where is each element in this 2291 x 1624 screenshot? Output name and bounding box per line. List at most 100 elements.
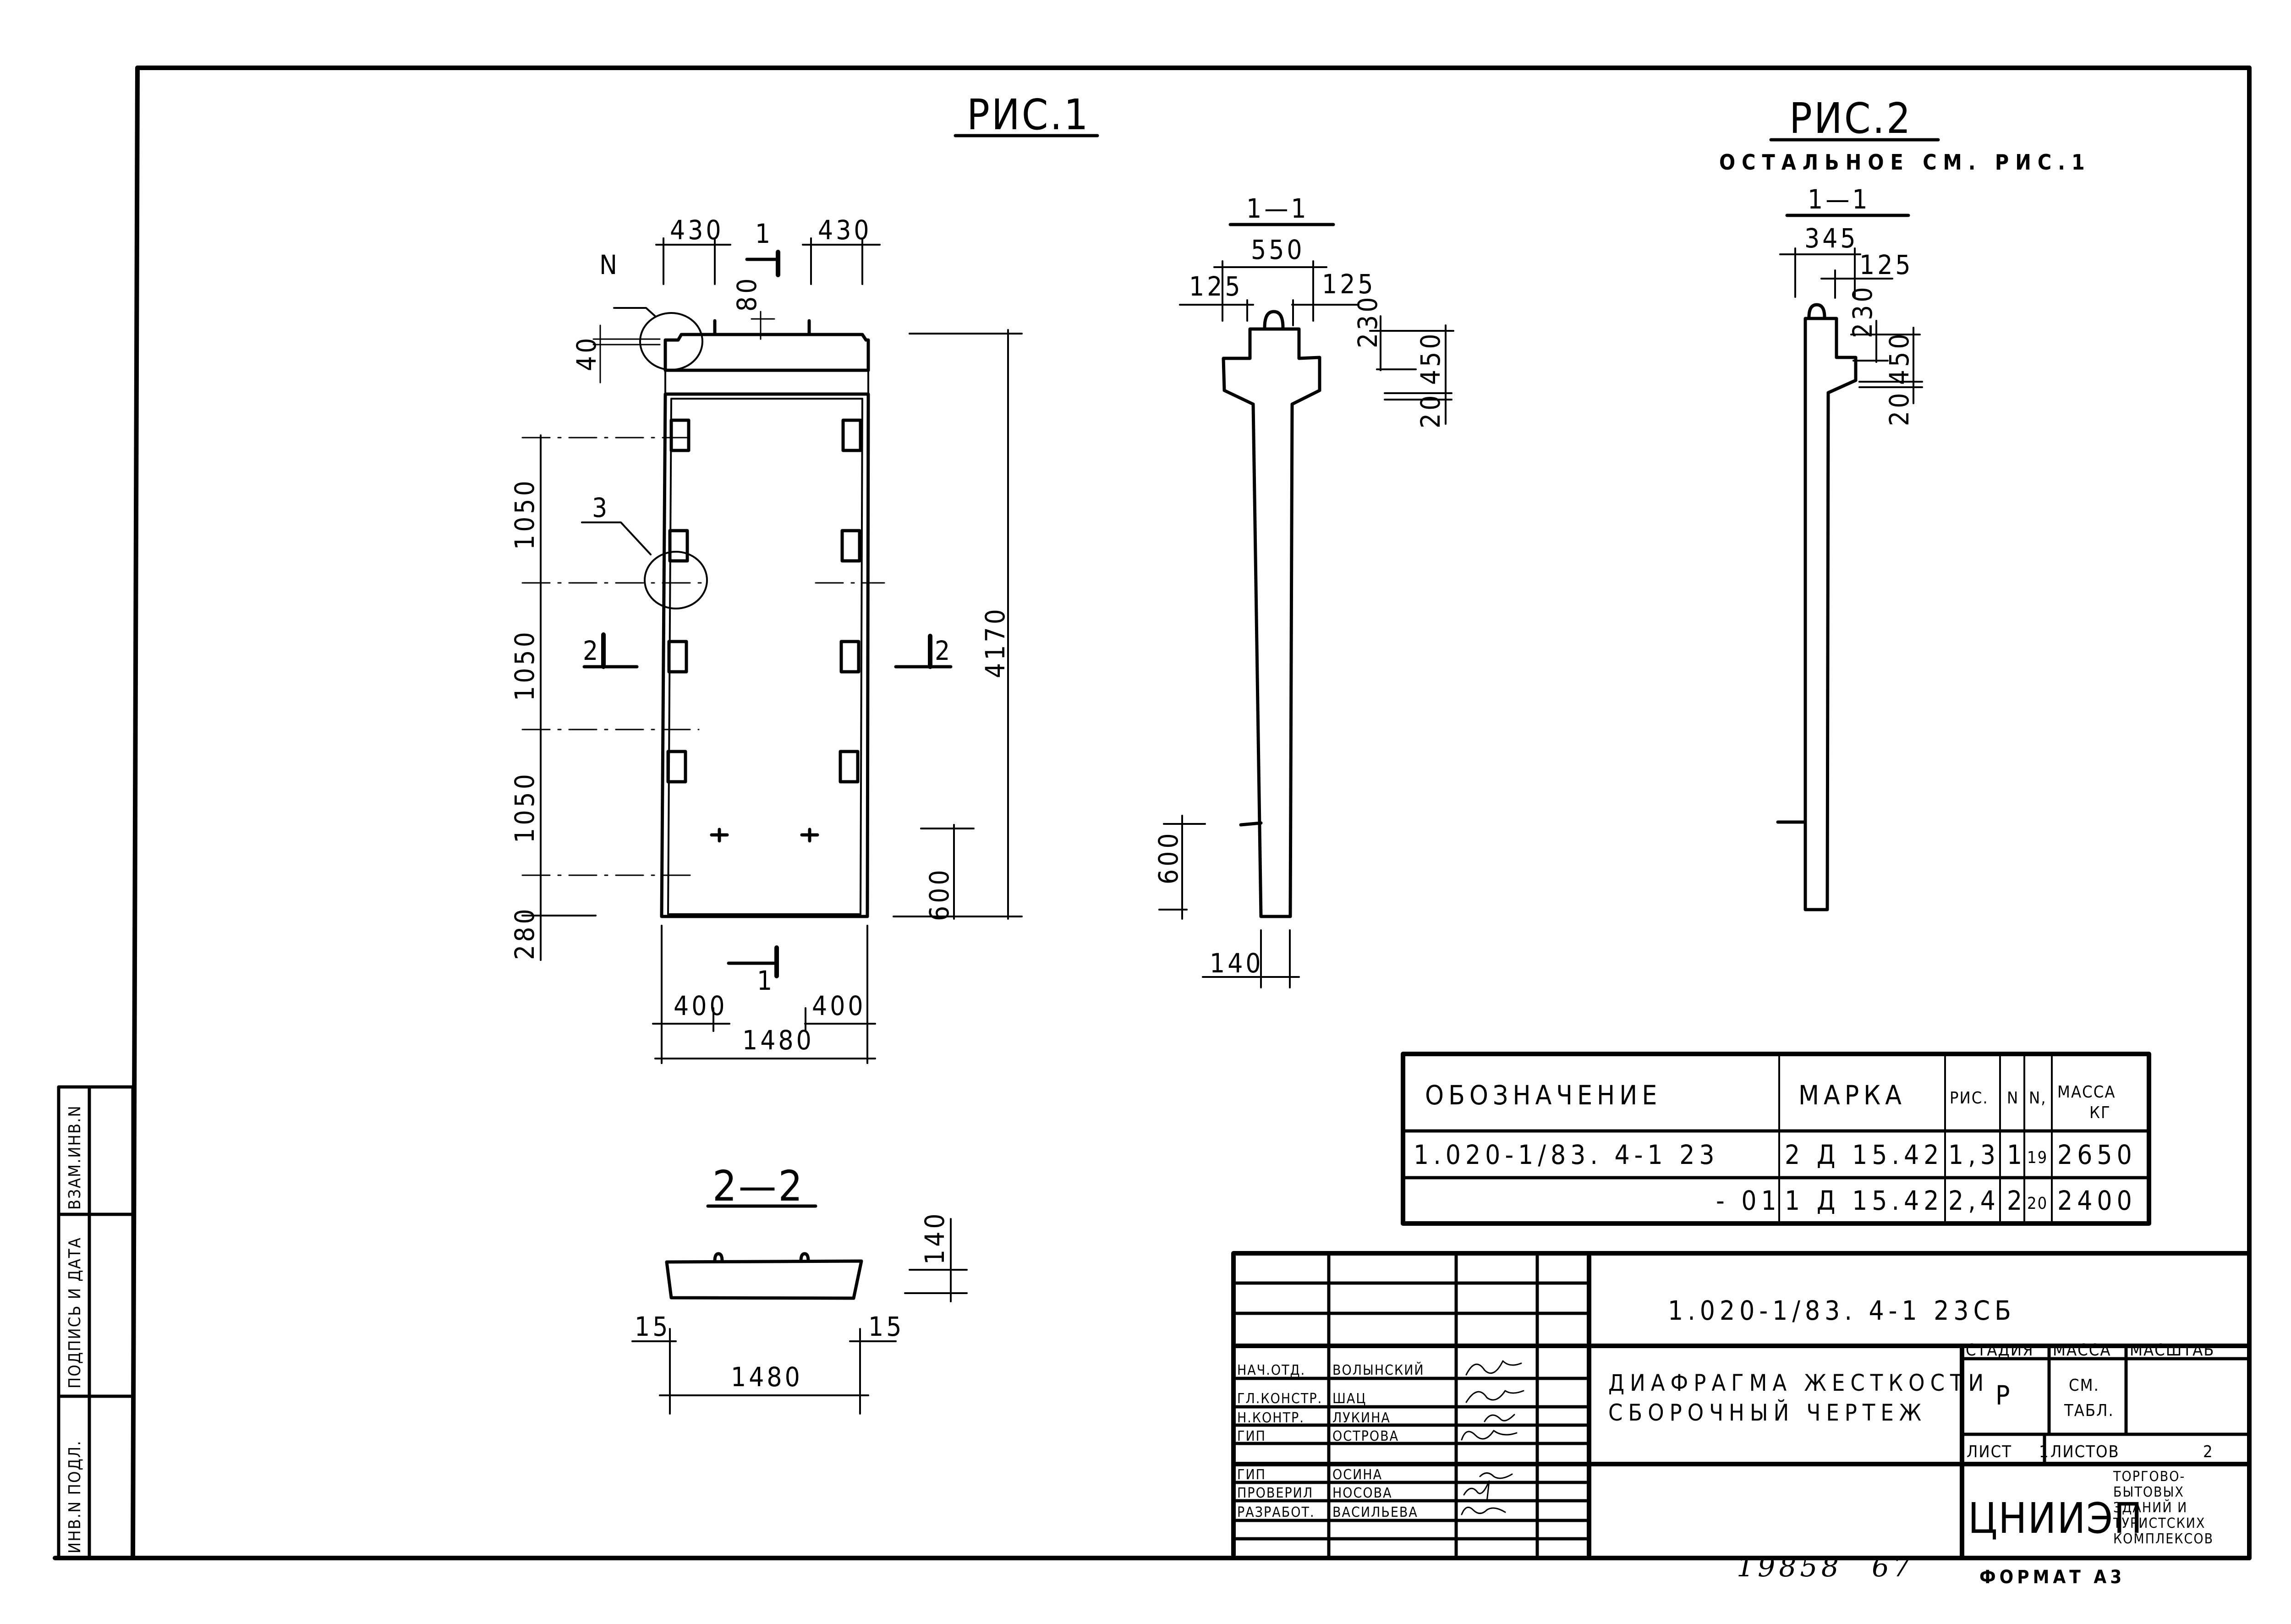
drawing-title-line2: СБОРОЧНЫЙ ЧЕРТЕЖ [1608, 1399, 1927, 1426]
spec-cell-designation: - 01 [1716, 1185, 1781, 1216]
signature-scribble [1479, 1472, 1513, 1479]
dim-22-140: 140 [919, 1211, 950, 1265]
spec-cell-mark: 1 Д 15.42 [1785, 1185, 1943, 1216]
figure1-dims-bottom: 400 400 1480 1 [652, 925, 876, 1064]
section-mark-1-bottom: 1 [757, 965, 775, 996]
signature-row: ПРОВЕРИЛ НОСОВА [1237, 1480, 1490, 1503]
embedded-plates-left [666, 418, 691, 784]
dim-22-15-left: 15 [635, 1311, 670, 1342]
figure1-dims-left: 1050 1050 1050 280 2 [509, 434, 639, 961]
signature-row: ГИП ОСТРОВА [1237, 1428, 1518, 1444]
dim-left-1050-c: 1050 [509, 771, 540, 843]
signature-row: РАЗРАБОТ. ВАСИЛЬЕВА [1237, 1504, 1506, 1520]
sheets-label: ЛИСТОВ [2050, 1443, 2120, 1461]
dim-550: 550 [1251, 234, 1305, 265]
dim-125-left: 125 [1189, 271, 1243, 302]
signature-role: ГИП [1237, 1428, 1266, 1444]
figure1-dims-right: 4170 600 2 [893, 329, 1023, 921]
dim-right-600: 600 [924, 867, 955, 921]
dim-bottom-1480: 1480 [742, 1025, 814, 1056]
page-number: 67 [1872, 1551, 1914, 1583]
signature-role: НАЧ.ОТД. [1237, 1362, 1305, 1378]
spec-header-n1: N, [2029, 1089, 2047, 1108]
spec-cell-designation: 1.020-1/83. 4-1 23 [1414, 1139, 1719, 1170]
dim-fig2-20: 20 [1884, 390, 1915, 426]
dim-right-4170: 4170 [980, 606, 1011, 678]
archive-number: 19858 [1737, 1551, 1842, 1583]
figure1-dims-top: 430 430 1 80 40 [571, 214, 881, 384]
spec-header-mark: МАРКА [1798, 1080, 1906, 1111]
callout-3-label: 3 [592, 492, 610, 523]
margin-stamp-replace-inv: ВЗАМ.ИНВ.N [66, 1105, 84, 1210]
dim-thickness-140: 140 [1210, 948, 1264, 979]
dim-top-left-430: 430 [670, 214, 724, 246]
spec-table: ОБОЗНАЧЕНИЕ МАРКА РИС. N N, МАССА КГ 1.0… [1401, 1052, 2151, 1226]
organization-name: ЦНИИЭП [1968, 1494, 2143, 1543]
spec-cell-mass: 2650 [2057, 1139, 2137, 1170]
stage-label: СТАДИЯ [1966, 1341, 2034, 1360]
dim-step-40: 40 [571, 335, 602, 371]
drawing-title-line1: ДИАФРАГМА ЖЕСТКОСТИ [1608, 1370, 1989, 1396]
dim-section-600: 600 [1153, 830, 1184, 884]
mass-label: МАССА [2053, 1341, 2111, 1360]
spec-cell-n: 2 [2007, 1185, 2027, 1216]
sheet-format: ФОРМАТ А3 [1979, 1567, 2125, 1588]
mass-value-line1: СМ. [2069, 1376, 2099, 1395]
figure2-section-title: 1—1 [1808, 184, 1870, 215]
detail-n-circle [639, 312, 703, 371]
title-block: 1.020-1/83. 4-1 23СБ ДИАФРАГМА ЖЕСТКОСТИ… [1231, 1251, 2252, 1560]
callout-n-label: N [599, 249, 620, 280]
dim-125-right: 125 [1322, 269, 1376, 300]
signature-scribble [1461, 1506, 1506, 1515]
organization-sub-1: БЫТОВЫХ [2113, 1484, 2184, 1500]
signature-name: ОСИНА [1332, 1467, 1382, 1483]
spec-header-designation: ОБОЗНАЧЕНИЕ [1425, 1080, 1661, 1111]
embedded-plates-right [839, 418, 862, 784]
spec-header-mass: МАССА [2057, 1083, 2116, 1102]
spec-row: - 01 1 Д 15.42 2,4 2 20 2400 [1716, 1185, 2137, 1216]
section-mark-2-left: 2 [583, 635, 601, 666]
signature-scribble [1461, 1430, 1518, 1441]
dim-fig2-125: 125 [1859, 249, 1913, 280]
signature-name: ЛУКИНА [1332, 1410, 1391, 1426]
spec-header-fig: РИС. [1950, 1089, 1989, 1108]
section-mark-1-top: 1 [755, 218, 773, 249]
dim-left-1050-a: 1050 [509, 478, 540, 550]
signature-scribble [1465, 1390, 1524, 1403]
signature-row: Н.КОНТР. ЛУКИНА [1237, 1410, 1515, 1426]
signature-scribble [1463, 1480, 1490, 1503]
spec-cell-fig: 2,4 [1948, 1185, 2000, 1216]
scale-label: МАСШТАБ [2130, 1341, 2215, 1360]
signature-row: ГЛ.КОНСТР. ШАЦ [1237, 1390, 1524, 1407]
detail-3-circle [644, 551, 708, 609]
signature-row: ГИП ОСИНА [1237, 1467, 1513, 1483]
signature-role: ПРОВЕРИЛ [1237, 1485, 1313, 1501]
spec-cell-mass: 2400 [2057, 1185, 2137, 1216]
signature-role: РАЗРАБОТ. [1237, 1504, 1315, 1520]
dim-fig2-450: 450 [1884, 331, 1915, 385]
dim-fig2-230: 230 [1847, 284, 1878, 338]
stage-value: Р [1995, 1380, 2014, 1411]
figure2-title: РИС.2 [1789, 94, 1913, 143]
spec-row: 1.020-1/83. 4-1 23 2 Д 15.42 1,3 1 19 26… [1414, 1139, 2137, 1170]
spec-cell-n1: 20 [2027, 1194, 2048, 1213]
signature-name: ВОЛЫНСКИЙ [1332, 1362, 1425, 1378]
dim-left-280: 280 [509, 906, 540, 960]
margin-stamp-signature-date: ПОДПИСЬ И ДАТА [66, 1237, 84, 1388]
signature-name: ОСТРОВА [1332, 1428, 1399, 1444]
signature-role: Н.КОНТР. [1237, 1410, 1304, 1426]
document-code: 1.020-1/83. 4-1 23СБ [1668, 1295, 2016, 1326]
organization-sub-3: ТУРИСТСКИХ [2113, 1515, 2205, 1531]
spec-cell-fig: 1,3 [1948, 1139, 2000, 1170]
spec-cell-mark: 2 Д 15.42 [1785, 1139, 1943, 1170]
spec-header-n: N [2007, 1089, 2019, 1108]
dim-345: 345 [1804, 223, 1858, 254]
signature-scribble [1465, 1360, 1522, 1376]
sheets-value: 2 [2203, 1443, 2214, 1461]
organization-sub-4: КОМПЛЕКСОВ [2113, 1531, 2214, 1547]
dim-20: 20 [1415, 393, 1446, 428]
margin-stamp-original-inv: ИНВ.N ПОДЛ. [66, 1440, 84, 1553]
signature-name: НОСОВА [1332, 1485, 1392, 1501]
sheet-value: 1 [2039, 1443, 2050, 1461]
